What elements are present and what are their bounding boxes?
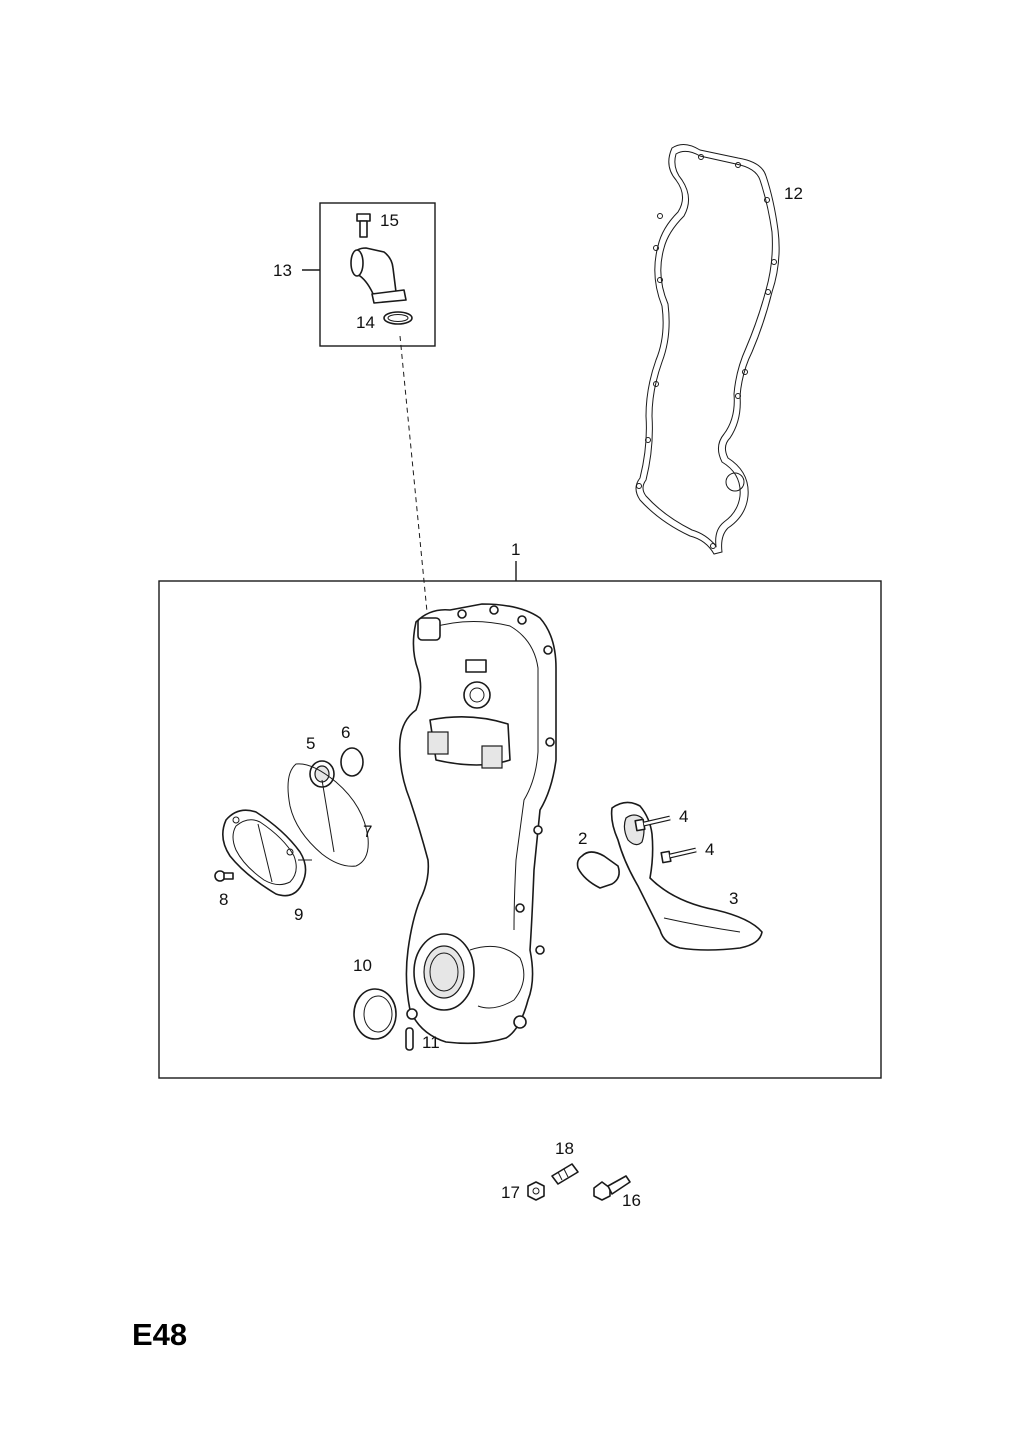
label-15: 15 xyxy=(380,211,399,230)
page-code: E48 xyxy=(132,1317,187,1352)
group-1-box xyxy=(158,580,882,1079)
label-9: 9 xyxy=(294,905,303,924)
label-8: 8 xyxy=(219,890,228,909)
label-4a: 4 xyxy=(679,807,688,826)
label-18: 18 xyxy=(555,1139,574,1158)
nut-17 xyxy=(527,1181,545,1201)
label-7: 7 xyxy=(363,822,372,841)
timing-cover-gasket-12 xyxy=(635,144,780,555)
crankshaft-seal-10 xyxy=(353,988,397,1040)
gasket-7 xyxy=(287,763,369,867)
dowel-11 xyxy=(405,1027,414,1051)
bolt-4b xyxy=(660,847,697,864)
label-2: 2 xyxy=(578,829,587,848)
timing-chain-cover xyxy=(398,603,557,1045)
o-ring-6 xyxy=(340,747,364,777)
label-17: 17 xyxy=(501,1183,520,1202)
label-4b: 4 xyxy=(705,840,714,859)
label-13: 13 xyxy=(273,261,292,280)
label-12: 12 xyxy=(784,184,803,203)
gasket-2 xyxy=(576,851,620,889)
label-6: 6 xyxy=(341,723,350,742)
label-10: 10 xyxy=(353,956,372,975)
dashed-connector xyxy=(399,335,429,623)
label-3: 3 xyxy=(729,889,738,908)
thermostat-housing xyxy=(350,247,407,304)
bolt-8 xyxy=(214,870,234,882)
bolt-16 xyxy=(593,1175,631,1201)
bolt-4a xyxy=(634,815,671,832)
cover-plate-9 xyxy=(222,809,312,897)
label-14: 14 xyxy=(356,313,375,332)
bolt-15 xyxy=(356,213,371,238)
label-11: 11 xyxy=(422,1033,440,1052)
label-1: 1 xyxy=(511,540,520,559)
label-16: 16 xyxy=(622,1191,641,1210)
label-5: 5 xyxy=(306,734,315,753)
group-13-box xyxy=(319,202,436,347)
plug-5 xyxy=(309,760,335,788)
stud-18 xyxy=(551,1163,579,1185)
